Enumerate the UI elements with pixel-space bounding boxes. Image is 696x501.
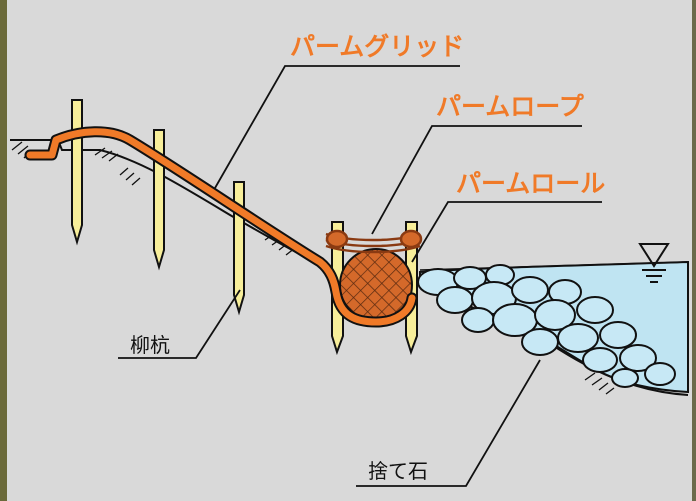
leader-grid — [214, 65, 460, 189]
leader-rope — [371, 125, 582, 235]
left-photo-strip — [0, 0, 7, 501]
water-level-triangle-icon — [638, 243, 670, 283]
label-riprap: 捨て石 — [368, 459, 428, 483]
riprap-stones — [417, 264, 676, 388]
label-palm-rope: パームロープ — [436, 92, 585, 121]
palm-rope — [325, 229, 423, 254]
label-palm-roll: パームロール — [456, 169, 605, 198]
label-palm-grid: パームグリッド — [290, 32, 464, 61]
label-willow-stake: 柳杭 — [130, 333, 170, 357]
leader-lines — [118, 65, 602, 487]
palm-grid-fill — [26, 128, 416, 326]
leader-roll — [411, 201, 602, 263]
leader-stake — [118, 289, 241, 359]
stake — [71, 99, 83, 246]
leader-stone — [356, 359, 541, 487]
